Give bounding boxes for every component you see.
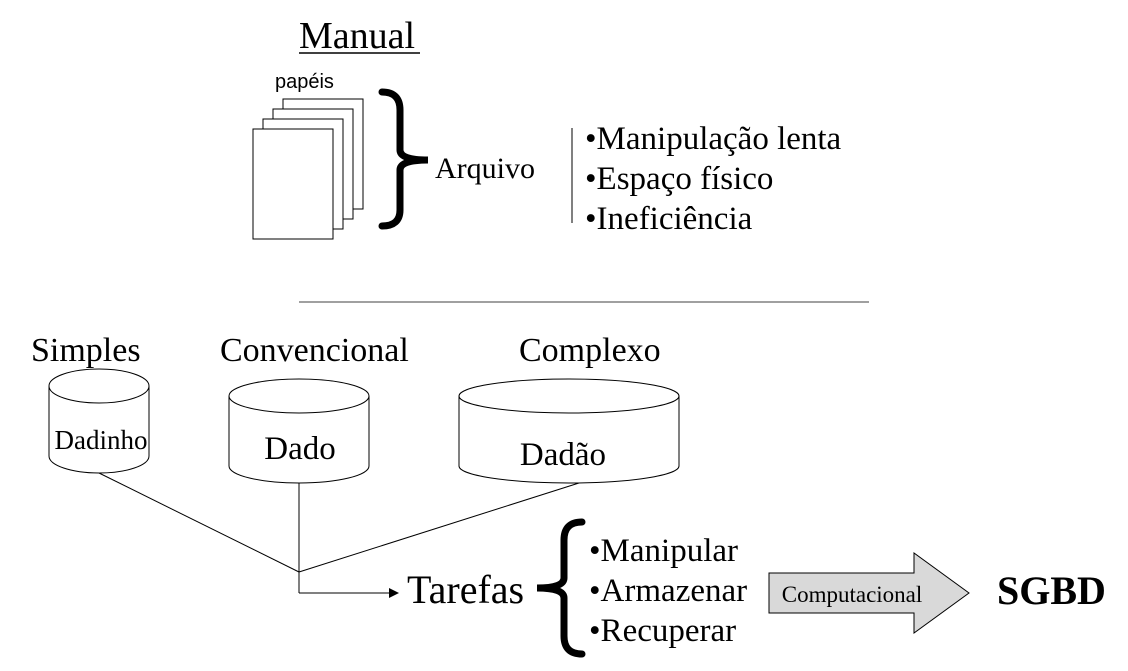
cylinder-top bbox=[48, 368, 150, 404]
simple-caption: Simples bbox=[31, 332, 141, 369]
database-cylinder-simple bbox=[48, 368, 150, 474]
paper-sheet bbox=[252, 128, 334, 240]
database-cylinder-complex bbox=[458, 378, 680, 484]
issue-item: •Espaço físico bbox=[585, 161, 773, 197]
arrowhead-icon bbox=[389, 588, 399, 598]
task-item: •Manipular bbox=[589, 533, 738, 569]
open-brace-icon bbox=[536, 518, 586, 658]
database-cylinder-conventional bbox=[228, 378, 370, 484]
connector-simple bbox=[98, 472, 300, 573]
sgbd-result: SGBD bbox=[997, 568, 1106, 613]
simple-label: Dadinho bbox=[55, 425, 148, 455]
connector-complex bbox=[298, 482, 580, 573]
conventional-caption: Convencional bbox=[220, 332, 409, 369]
task-item: •Recuperar bbox=[589, 613, 736, 649]
tasks-list: •Manipular •Armazenar •Recuperar bbox=[589, 533, 747, 649]
cylinder-body bbox=[48, 386, 150, 474]
complex-label: Dadão bbox=[520, 437, 606, 473]
issue-item: •Ineficiência bbox=[585, 201, 753, 237]
arrow-label: Computacional bbox=[782, 582, 923, 607]
issue-item: •Manipulação lenta bbox=[585, 121, 842, 157]
file-label: Arquivo bbox=[435, 152, 535, 185]
cylinder-body bbox=[458, 396, 680, 484]
complex-caption: Complexo bbox=[519, 332, 661, 369]
manual-title: Manual bbox=[299, 15, 415, 57]
tasks-label: Tarefas bbox=[407, 567, 524, 612]
paper-stack-icon bbox=[252, 98, 364, 240]
papers-label: papéis bbox=[275, 71, 334, 93]
close-brace-icon bbox=[378, 88, 429, 230]
cylinder-top bbox=[458, 378, 680, 414]
conventional-label: Dado bbox=[264, 431, 335, 467]
connector-lines bbox=[98, 472, 580, 594]
task-item: •Armazenar bbox=[589, 573, 747, 609]
computational-arrow bbox=[768, 552, 970, 634]
issues-list: •Manipulação lenta •Espaço físico •Inefi… bbox=[585, 121, 842, 237]
cylinder-top bbox=[228, 378, 370, 414]
